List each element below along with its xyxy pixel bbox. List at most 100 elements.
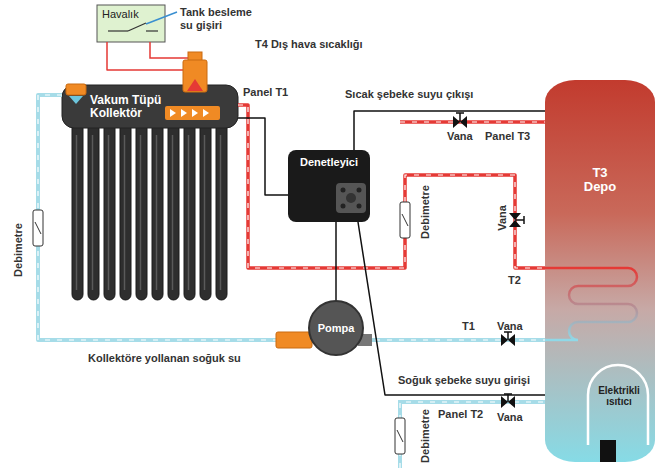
dial-screw [357,188,362,193]
switch-wire [146,30,158,31]
cold-indicator [69,96,83,104]
vacuum-tube [152,120,163,300]
pipe-line [38,95,309,340]
vent-box: Havalık [97,5,165,42]
flowmeter-symbol [400,202,410,238]
valve-label: Vana [497,411,523,424]
sensor-label: Panel T1 [243,86,288,99]
valve-symbol [501,394,515,408]
flowmeter-label: Debimetre [419,409,432,463]
dial-screw [341,204,346,209]
pipe-line [363,338,545,342]
vacuum-tube [104,120,115,300]
pipe-dash [38,95,309,340]
feed-leader [146,12,177,24]
sensor-label: T4 Dış hava sıcaklığı [255,38,363,51]
flowmeter-label: Debimetre [419,185,432,239]
signal-wire [238,118,288,195]
controller-housing [288,150,370,222]
wire-line [238,118,288,195]
cold-pipe [400,402,545,468]
pump-body [309,301,363,355]
valve-stem [515,216,524,224]
switch-wire [108,30,128,31]
valve-label: Vana [447,130,473,143]
valve-label: Vana [497,320,523,333]
vacuum-tube [184,120,195,300]
node-text: T3 Depo [580,166,620,194]
vacuum-tubes [72,120,227,300]
pipe-label: Kollektöre yollanan soğuk su [88,352,241,365]
valve-symbol [509,213,524,227]
collector-body [62,85,238,128]
collector-header: Vakum Tüpü Kollektör [62,85,238,128]
flowmeter-needle [397,430,403,442]
pipe-label: Soğuk şebeke suyu girişi [398,374,530,387]
node-text: Havalık [102,8,139,20]
water-pipe [363,340,545,341]
sensor-label: Panel T3 [485,130,530,143]
vacuum-tube [168,120,179,300]
vacuum-tube [72,120,83,300]
tube-highlight [77,135,221,290]
node-text: Denetleyici [300,156,358,168]
flowmeter-label: Debimetre [12,223,25,277]
sensor-label: T2 [508,274,521,287]
storage-tank: T3 DepoElektrikli ısıtıcı [545,80,655,462]
dial-screw [357,204,362,209]
tank-shape [545,80,655,462]
water-pipe [238,105,545,268]
flowmeter-needle [35,222,41,234]
node-text: Pompa [318,322,355,334]
vacuum-tube [216,120,227,300]
outlet-fitting [183,60,207,92]
wire-line [107,42,193,85]
electric-heater: Elektrikli ısıtıcı [590,383,648,409]
valve-symbol [501,332,515,346]
dial-knob [346,193,356,203]
signal-wire [354,111,545,150]
node-text: Elektrikli ısıtıcı [590,385,648,407]
valve-symbol [453,113,467,128]
pump-circle: Pompa [309,301,363,355]
valve-stem [504,394,512,402]
red-wire [150,42,188,58]
flowmeter-needle [402,214,408,226]
vacuum-tube [200,120,211,300]
valve-stem [504,332,512,340]
switch-lever [128,23,146,31]
controller-box: Denetleyici [288,150,370,222]
dial-screw [341,188,346,193]
vacuum-tube [88,120,99,300]
water-pipe [38,95,309,340]
wire-line [354,111,545,150]
feed-label: Tank besleme su gişiri [180,6,258,32]
node-text: Vakum Tüpü Kollektör [90,94,170,120]
vacuum-tube [120,120,131,300]
pipe-line [238,105,545,268]
pipe-dash [363,339,545,340]
wire-line [335,222,337,301]
pipe-dash [238,105,545,268]
flowmeter-symbol [33,210,43,246]
pipe-label: Sıcak şebeke suyu çıkışı [345,88,473,101]
flow-arrows [170,109,209,117]
pipe-dash [400,121,545,122]
valve-label: Vana [496,205,509,231]
sensor-label: Panel T2 [438,408,483,421]
vent-box [97,5,165,42]
hot-indicator [187,79,203,91]
wire-line [358,222,545,395]
controller-dial [336,183,366,213]
flowmeter-symbol [395,418,405,454]
sensor-label: T1 [462,320,475,333]
signal-wire [336,222,337,301]
hot-pipe [400,120,545,124]
heat-exchanger-coil [545,268,637,340]
pump-inlet [276,332,312,348]
